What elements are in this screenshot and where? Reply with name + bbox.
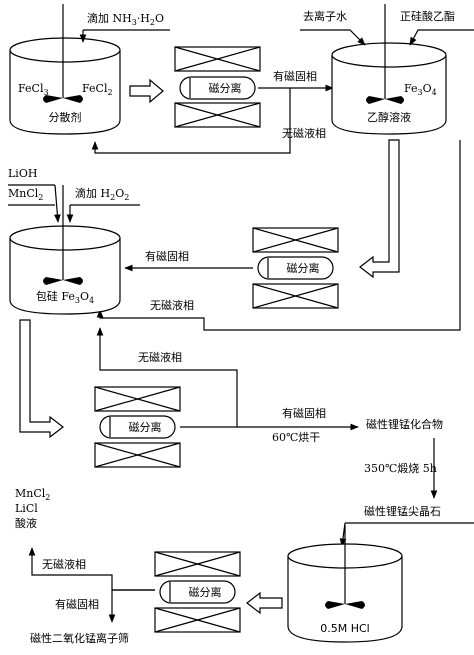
vessel-4-label: 0.5M HCl [320,622,370,635]
vessel-1: FeCl3 FeCl2 分散剂 [9,4,121,135]
separator-3-outputs: 有磁固相 60℃烘干 无磁液相 [96,327,359,444]
sep4-solid-label: 有磁固相 [55,597,99,611]
separator-3: 磁分离 [94,386,181,468]
hollow-arrow-1 [129,78,164,104]
waste-stream: MnCl2 LiCl 酸液 [15,487,50,530]
separator-1: 磁分离 [174,46,261,128]
sep4-liquid-label: 无磁液相 [42,557,86,571]
hollow-arrow-2 [359,139,400,279]
vessel-2-feeds: 去离子水 正硅酸乙酯 [300,9,474,46]
vessel-2: Fe3O4 乙醇溶液 [331,4,447,135]
final-product-label: 磁性二氧化锰离子筛 [30,631,129,645]
vessel-1-label: 分散剂 [49,110,82,124]
separator-2-outputs: 有磁固相 无磁液相 [96,140,461,331]
vessel-2-feed-left: 去离子水 [303,9,347,23]
vessel-2-product: Fe3O4 [404,82,437,97]
vessel-3: LiOH MnCl2 滴加 H2O2 包硅 Fe3O4 [8,167,140,315]
sep2-liquid-label: 无磁液相 [150,298,194,312]
separator-4-label: 磁分离 [189,585,222,599]
waste-line-1: MnCl2 [15,487,50,502]
product-2-label: 磁性锂锰尖晶石 [364,504,441,518]
separator-2: 磁分离 [252,227,339,309]
calcine-label: 350℃煅烧 5h [364,461,437,475]
separator-1-outputs: 有磁固相 无磁液相 [91,69,334,154]
sep3-liquid-label: 无磁液相 [138,350,182,364]
sep3-condition: 60℃烘干 [272,430,320,444]
separator-1-label: 磁分离 [209,81,242,95]
sep1-solid-label: 有磁固相 [273,69,317,83]
separator-4-outputs: 无磁液相 有磁固相 [28,547,155,623]
hollow-arrow-4 [246,591,283,615]
waste-line-2: LiCl [15,502,38,515]
vessel-1-reagent-left: FeCl3 [18,82,49,97]
hollow-arrow-3 [19,319,64,439]
sep2-solid-label: 有磁固相 [145,249,189,263]
sep3-solid-label: 有磁固相 [282,406,326,420]
vessel-3-feed-c: 滴加 H2O2 [75,186,129,202]
vessel-2-feed-right: 正硅酸乙酯 [400,9,455,23]
vessel-2-label: 乙醇溶液 [367,110,411,124]
separator-3-label: 磁分离 [129,420,162,434]
separator-4: 磁分离 [154,551,241,633]
waste-line-3: 酸液 [15,516,37,530]
vessel-3-feed-a: LiOH [8,167,37,180]
vessel-1-feed-label: 滴加 NH3·H2O [87,11,164,27]
vessel-1-reagent-right: FeCl2 [82,82,113,97]
vessel-1-feed: 滴加 NH3·H2O [79,11,170,43]
vessel-3-feed-b: MnCl2 [8,187,43,202]
separator-2-label: 磁分离 [287,261,320,275]
vessel-3-label: 包硅 Fe3O4 [36,290,94,305]
vessel-4: 0.5M HCl [287,525,403,643]
product-1-label: 磁性锂锰化合物 [366,417,443,431]
sep1-liquid-label: 无磁液相 [282,126,326,140]
